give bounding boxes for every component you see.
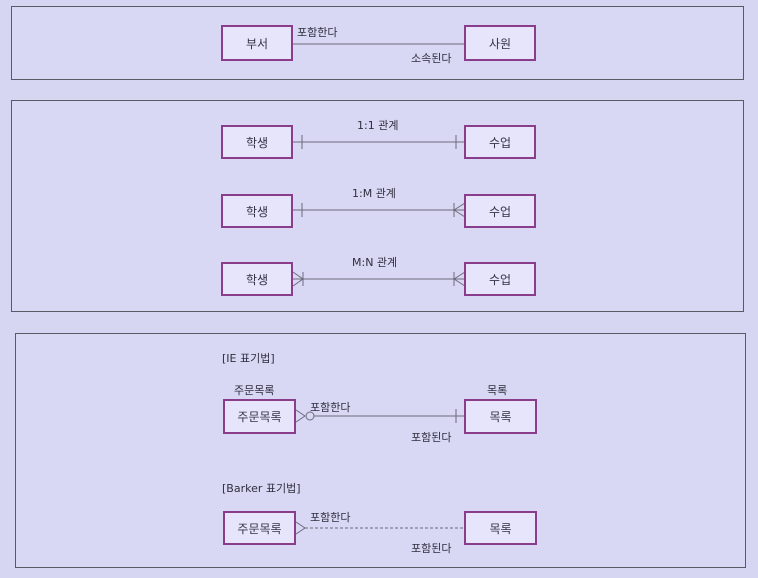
- barker-notation-title: [Barker 표기법]: [222, 482, 301, 495]
- barker-entity-order-list: 주문목록: [223, 511, 296, 545]
- ie-right-caption: 목록: [487, 384, 508, 397]
- entity-class-3: 수업: [464, 262, 536, 296]
- cardinality-panel: [11, 100, 744, 312]
- dept-employee-panel: [11, 6, 744, 80]
- label-contains: 포함한다: [297, 26, 338, 39]
- entity-student-3: 학생: [221, 262, 293, 296]
- entity-employee: 사원: [464, 25, 536, 61]
- entity-student-2: 학생: [221, 194, 293, 228]
- label-1-m: 1:M 관계: [352, 187, 396, 200]
- entity-class-1: 수업: [464, 125, 536, 159]
- ie-entity-list: 목록: [464, 399, 537, 434]
- entity-class-2: 수업: [464, 194, 536, 228]
- ie-entity-order-list: 주문목록: [223, 399, 296, 434]
- ie-label-included: 포함된다: [411, 431, 452, 444]
- label-1-1: 1:1 관계: [357, 119, 399, 132]
- barker-entity-list: 목록: [464, 511, 537, 545]
- ie-label-contains: 포함한다: [310, 401, 351, 414]
- barker-label-contains: 포함한다: [310, 511, 351, 524]
- notation-panel: [15, 333, 746, 568]
- entity-student-1: 학생: [221, 125, 293, 159]
- barker-label-included: 포함된다: [411, 542, 452, 555]
- ie-left-caption: 주문목록: [234, 384, 275, 397]
- ie-notation-title: [IE 표기법]: [222, 352, 275, 365]
- label-m-n: M:N 관계: [352, 256, 398, 269]
- label-belongs: 소속된다: [411, 52, 452, 65]
- entity-department: 부서: [221, 25, 293, 61]
